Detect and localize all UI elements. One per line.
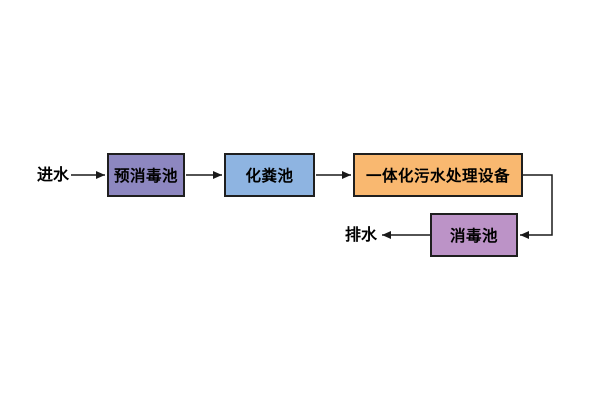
node-disinfection-tank: 消毒池 xyxy=(430,213,518,257)
inlet-label: 进水 xyxy=(37,165,70,184)
outlet-label: 排水 xyxy=(345,225,378,244)
node-integrated-sewage-treatment-equipment: 一体化污水处理设备 xyxy=(353,153,523,197)
node-pre-disinfection-tank: 预消毒池 xyxy=(107,153,185,197)
node-septic-tank: 化粪池 xyxy=(224,153,315,197)
arrow-integrated-to-disinfect-icon xyxy=(520,174,553,239)
